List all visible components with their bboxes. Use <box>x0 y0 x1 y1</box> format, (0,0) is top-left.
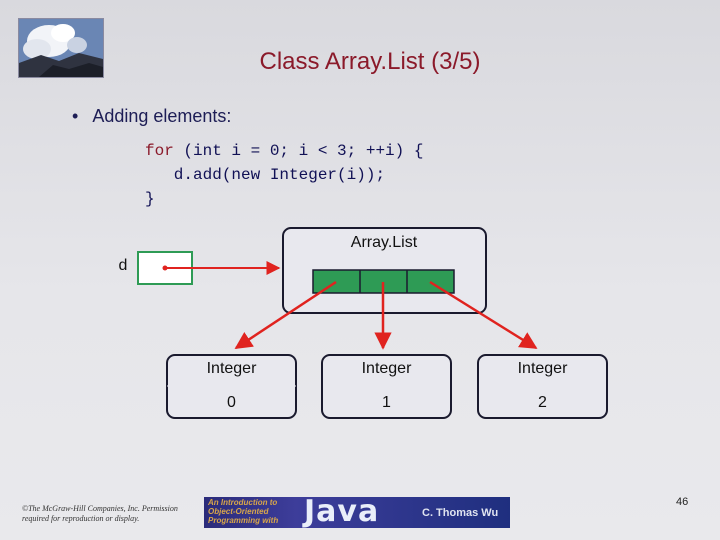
banner-line-3: Programming with <box>208 516 279 525</box>
bullet-text: Adding elements: <box>92 106 232 126</box>
banner-line-2: Object-Oriented <box>208 507 269 516</box>
element-arrow-0 <box>234 280 337 350</box>
copyright-notice: ©The McGraw-Hill Companies, Inc. Permiss… <box>22 504 178 523</box>
slide-title: Class Array.List (3/5) <box>259 48 481 75</box>
slide-logo-image <box>18 18 104 78</box>
reference-dot <box>162 265 168 271</box>
element-arrow-2 <box>429 280 538 350</box>
banner-java-logo: Java <box>304 497 380 528</box>
bullet-item: • Adding elements: <box>72 106 231 127</box>
code-line-1: (int i = 0; i < 3; ++i) { <box>173 142 424 160</box>
page-number: 46 <box>676 496 689 508</box>
code-keyword-for: for <box>145 142 174 160</box>
integer-value-label-2: 2 <box>538 394 547 411</box>
banner-author: C. Thomas Wu <box>422 507 499 519</box>
code-line-2: d.add(new Integer(i)); <box>145 166 386 184</box>
variable-d-label: d <box>118 257 128 274</box>
integer-value-label-1: 1 <box>382 394 391 411</box>
code-block: for (int i = 0; i < 3; ++i) { d.add(new … <box>145 139 423 211</box>
code-line-3: } <box>145 190 155 208</box>
integer-class-label-1: Integer <box>361 360 412 377</box>
integer-value-label-0: 0 <box>227 394 236 411</box>
geyser-photo <box>19 19 103 77</box>
integer-class-label-2: Integer <box>517 360 568 377</box>
bullet-marker: • <box>72 106 79 126</box>
book-banner: An Introduction to Object-Oriented Progr… <box>204 497 510 528</box>
banner-line-1: An Introduction to <box>208 498 278 507</box>
integer-class-label-0: Integer <box>206 360 257 377</box>
arraylist-label: Array.List <box>350 234 418 251</box>
integer-object-2 <box>477 354 608 419</box>
integer-object-1 <box>321 354 452 419</box>
